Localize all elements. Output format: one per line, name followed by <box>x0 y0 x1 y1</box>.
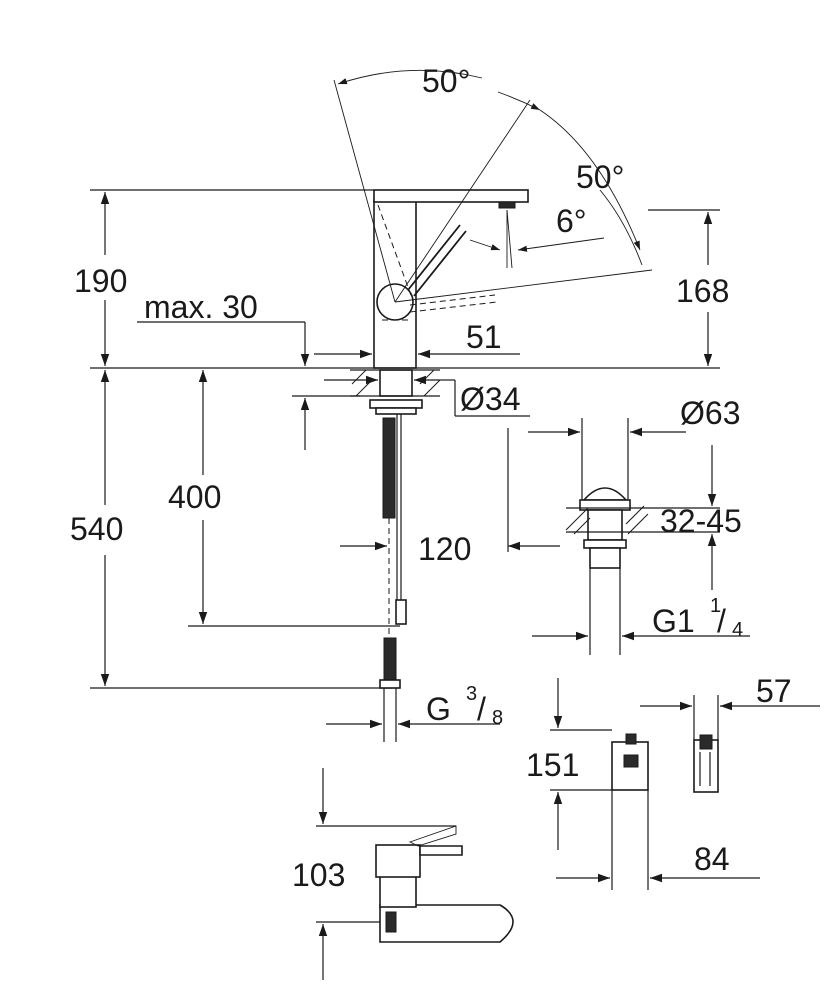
handle-height-label: 103 <box>292 857 345 893</box>
inlet-thread-slash: / <box>477 691 486 727</box>
drain-thread-label: G1 1 / 4 <box>652 595 743 641</box>
drain-thread-slash: / <box>717 603 726 639</box>
inlet-thread-main: G <box>426 691 451 727</box>
angle-right-label: 50° <box>576 159 624 195</box>
angle-top-label: 50° <box>422 63 470 99</box>
inlet-thread-den: 8 <box>492 707 503 729</box>
datum-lines <box>90 189 720 689</box>
spout-reach-label: 51 <box>466 319 502 355</box>
drain-thread-num: 1 <box>710 595 721 617</box>
inlet-thread-label: G 3 / 8 <box>426 683 503 729</box>
hole-diameter-label: Ø34 <box>460 381 520 417</box>
drain <box>528 418 750 655</box>
deck-mount <box>324 369 530 417</box>
angle-annotations <box>333 69 653 303</box>
distance-label: 120 <box>418 531 471 567</box>
max-deck-label: max. 30 <box>144 289 258 325</box>
drain-range-label: 32-45 <box>660 503 742 539</box>
handle-side-view <box>316 768 514 980</box>
drain-diameter-label: Ø63 <box>680 395 740 431</box>
box-depth-label: 57 <box>756 673 792 709</box>
cartridge-box <box>550 678 820 890</box>
height-190-label: 190 <box>74 263 127 299</box>
inlet-thread-num: 3 <box>466 683 477 705</box>
drain-thread-den: 4 <box>732 619 743 641</box>
box-height-label: 151 <box>526 747 579 783</box>
vertical-dimensions <box>100 192 713 686</box>
box-width-label: 84 <box>694 841 730 877</box>
drain-thread-main: G1 <box>652 603 695 639</box>
angle-spout-label: 6° <box>556 203 587 239</box>
overall-height-label: 540 <box>70 511 123 547</box>
height-168-label: 168 <box>676 273 729 309</box>
distance-dim <box>340 428 560 552</box>
hose-length-label: 400 <box>168 479 221 515</box>
faucet-body <box>373 189 529 369</box>
hoses <box>379 414 407 742</box>
